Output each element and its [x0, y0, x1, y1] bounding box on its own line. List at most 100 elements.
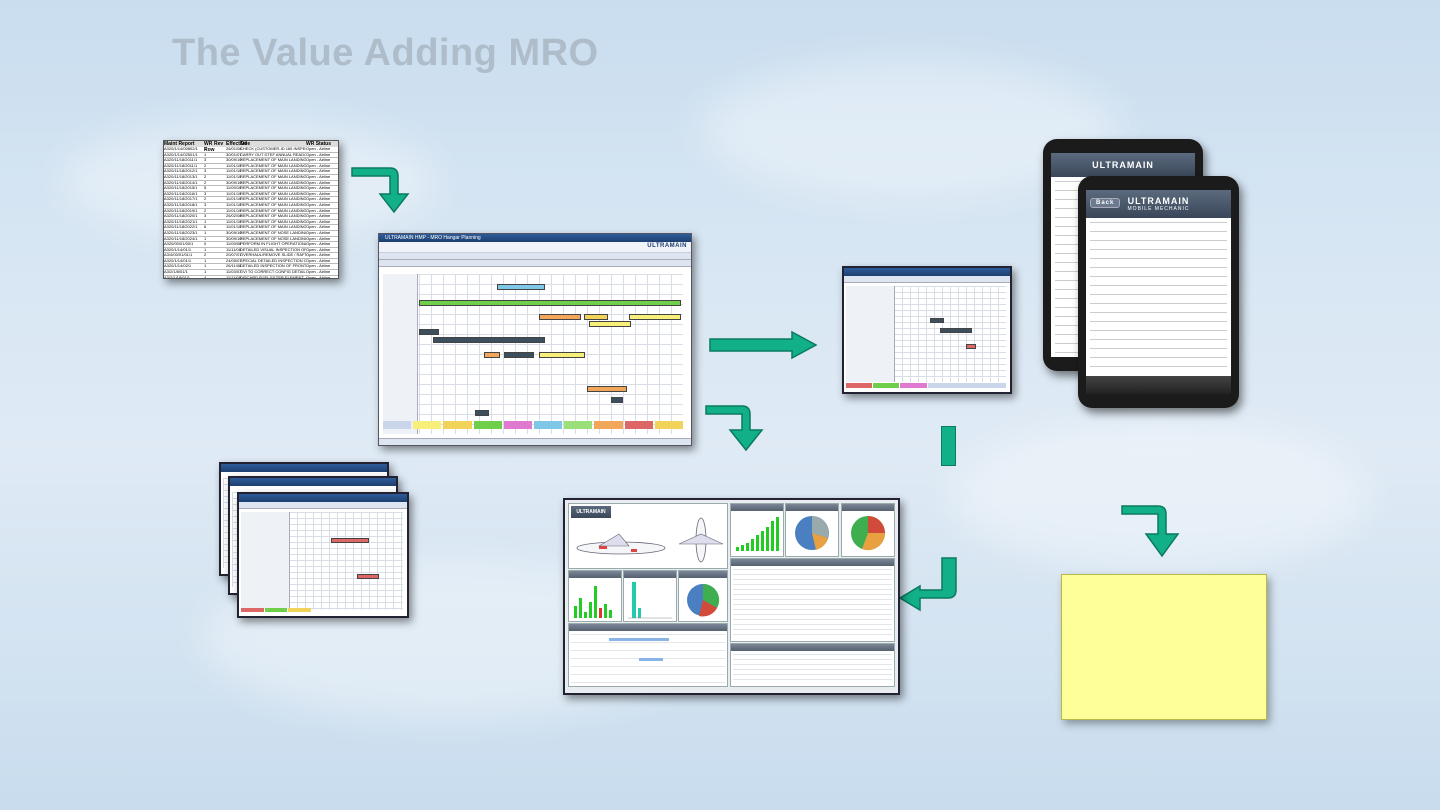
spreadsheet-cell — [214, 192, 226, 197]
spreadsheet-cell: REPLACEMENT OF NOSE LANDING GE — [240, 236, 306, 241]
spreadsheet-cell: 1 — [204, 270, 207, 275]
gantt-bar[interactable] — [539, 352, 585, 358]
spreadsheet-cell: Open - Airline — [306, 258, 331, 263]
spreadsheet-cell: REPLACEMENT OF MAIN LANDING GE — [240, 202, 306, 207]
spreadsheet-cell: 3 — [204, 202, 207, 207]
spreadsheet-cell: A320/11/18/2012/1 — [164, 169, 198, 174]
gantt-bar[interactable] — [587, 386, 627, 392]
spreadsheet-cell: Open - Airline — [306, 270, 331, 275]
spreadsheet-cell: 6 — [204, 225, 207, 230]
spreadsheet-cell: A320/11/18/2020/1 — [164, 214, 198, 219]
spreadsheet-cell: DETAILED VISUAL INSPECTION OF — [240, 247, 306, 252]
mro-dashboard: ULTRAMAIN — [563, 498, 900, 695]
spreadsheet-cell: 3 — [204, 214, 207, 219]
bar-chart-panel — [623, 570, 677, 622]
gantt-bar[interactable] — [497, 284, 545, 290]
progress-panel — [568, 623, 728, 687]
spreadsheet-cell: 11/01/10 — [226, 202, 242, 207]
spreadsheet-cell: Open - Airline — [306, 242, 331, 247]
toolbar[interactable] — [379, 253, 691, 260]
flow-arrow-bent — [705, 405, 764, 452]
gantt-bar[interactable] — [589, 321, 631, 327]
spreadsheet-cell — [214, 197, 226, 202]
spreadsheet-cell: A320/11/18/2016/1 — [164, 191, 198, 196]
gantt-bar[interactable] — [629, 314, 681, 320]
spreadsheet-cell: 11/03/07 — [226, 270, 242, 275]
spreadsheet-cell: SPECIAL DETAILED INSPECTION OF — [240, 258, 306, 263]
spreadsheet-cell: Open - Airline — [306, 186, 331, 191]
gantt-bar[interactable] — [419, 300, 681, 306]
gantt-bar[interactable] — [611, 397, 623, 403]
spreadsheet-cell: REPLACEMENT OF MAIN LANDING GE — [240, 186, 306, 191]
spreadsheet-cell — [214, 270, 226, 275]
spreadsheet-cell: A320/11/18/2017/1 — [164, 197, 198, 202]
spreadsheet-cell: 1 — [204, 152, 207, 157]
spreadsheet-cell: A320/11/18/2023/1 — [164, 230, 198, 235]
gantt-bar[interactable] — [504, 352, 534, 358]
order-table-panel — [730, 643, 895, 687]
hangar-planning-window: ULTRAMAIN HMP - MRO Hangar Planning ULTR… — [378, 233, 692, 446]
pie-chart-panel — [841, 503, 895, 557]
spreadsheet-cell: DETAILED INSPECTION OF FRONT SP — [240, 264, 306, 269]
spreadsheet-cell: Open - Airline — [306, 264, 331, 269]
task-table-panel — [730, 558, 895, 642]
spreadsheet-cell — [214, 214, 226, 219]
spreadsheet-cell: 26/02/08 — [226, 214, 242, 219]
spreadsheet-cell: CARRY OUT DTEF ANNUAL READOUT — [240, 152, 306, 157]
spreadsheet-cell: 11/01/10 — [226, 163, 242, 168]
gantt-bar[interactable] — [475, 410, 489, 416]
spreadsheet-cell: 1 — [204, 219, 207, 224]
spreadsheet-cell: Open - Airline — [306, 230, 331, 235]
spreadsheet-cell — [214, 253, 226, 258]
spreadsheet-cell: 3 — [204, 169, 207, 174]
gantt-bar[interactable] — [539, 314, 581, 320]
gantt-bar[interactable] — [419, 329, 439, 335]
spreadsheet-cell: A320/1/14/02501/1 — [164, 152, 198, 157]
spreadsheet-cell: 2 — [204, 180, 207, 185]
back-button[interactable]: Back — [1090, 198, 1121, 208]
spreadsheet-cell: 2 — [204, 208, 207, 213]
spreadsheet-cell — [214, 237, 226, 242]
spreadsheet-cell: 1 — [204, 230, 207, 235]
gantt-bar[interactable] — [433, 337, 545, 343]
spreadsheet-cell: REPLACEMENT OF MAIN LANDING GE — [240, 219, 306, 224]
spreadsheet-cell: 2 — [204, 163, 207, 168]
bar-chart-panel — [568, 570, 622, 622]
tablet-tab-bar[interactable] — [1086, 376, 1231, 394]
tablet-front: Back ULTRAMAIN MOBILE MECHANIC — [1078, 176, 1239, 408]
spreadsheet-cell: Open - Airline — [306, 158, 331, 163]
spreadsheet-cell — [214, 175, 226, 180]
spreadsheet-header: WR Row — [204, 141, 215, 153]
spreadsheet-cell — [214, 153, 226, 158]
spreadsheet-cell: CHECK (CUSTOMER-ID 165 INSPECT) — [240, 147, 306, 151]
flow-arrow-right — [709, 330, 818, 360]
slide-title: The Value Adding MRO — [172, 32, 599, 74]
spreadsheet-cell: A320/1/14/01/1 — [164, 258, 192, 263]
spreadsheet-cell: 1 — [204, 247, 207, 252]
legend-strip — [383, 421, 684, 429]
spreadsheet-cell — [214, 259, 226, 264]
spreadsheet-cell: 30/09/10 — [226, 180, 242, 185]
spreadsheet-cell: A320/1/14/01/1 — [164, 247, 192, 252]
spreadsheet-cell: REPLACEMENT OF MAIN LANDING GE — [240, 208, 306, 213]
spreadsheet-cell: A320/11/18/2011/1 — [164, 163, 198, 168]
spreadsheet-cell: 4 — [204, 275, 207, 279]
spreadsheet-cell: 26/11/08 — [226, 264, 242, 269]
toolbar[interactable] — [379, 260, 691, 267]
gantt-bar[interactable] — [584, 314, 608, 320]
spreadsheet-cell — [214, 186, 226, 191]
spreadsheet-cell: 26/01/08 — [226, 147, 242, 151]
spreadsheet-header: Effective — [226, 141, 247, 147]
gantt-bar[interactable] — [484, 352, 500, 358]
flow-arrow-bent-left — [898, 557, 957, 612]
spreadsheet-cell: 20/07/07 — [226, 253, 242, 258]
spreadsheet-cell: 0 — [204, 242, 207, 247]
spreadsheet-cell: 11/09/08 — [226, 242, 242, 247]
